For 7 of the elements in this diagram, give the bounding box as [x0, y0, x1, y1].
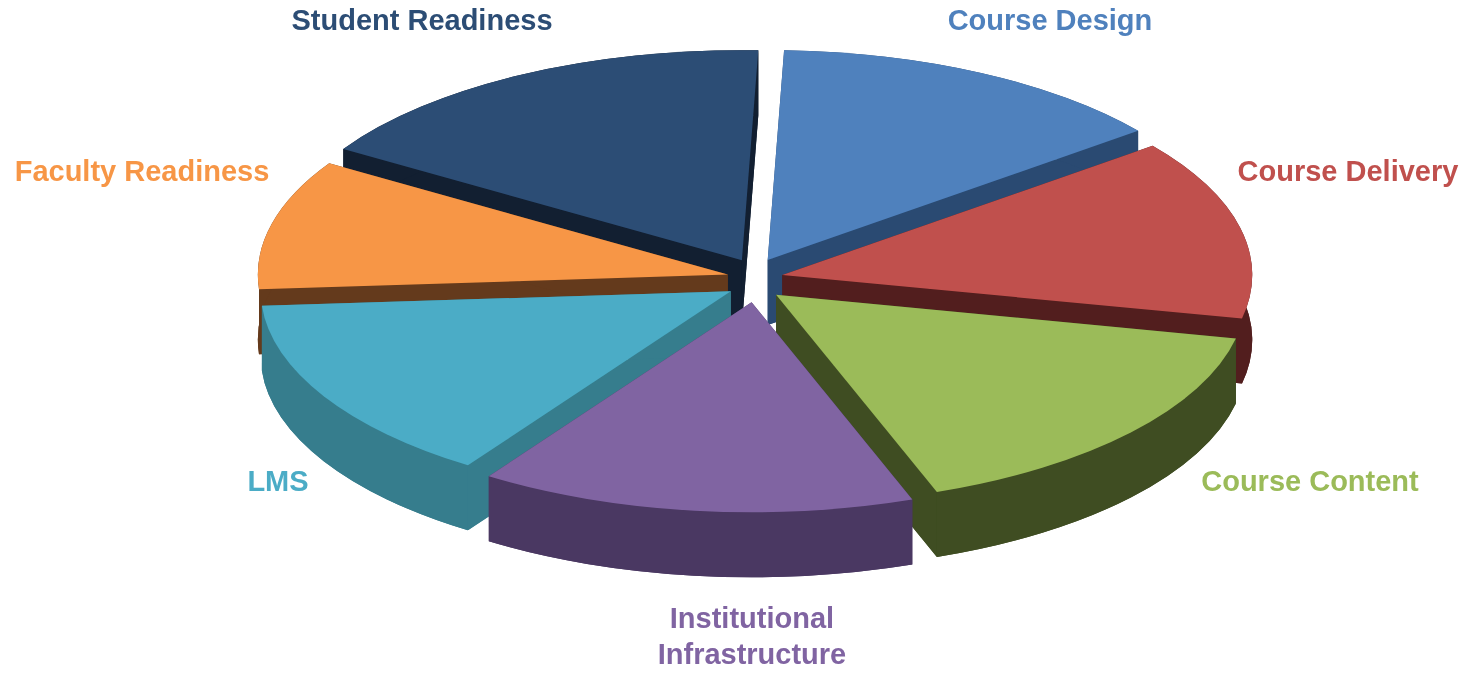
slice-label: Course Design: [946, 3, 1154, 38]
slice-label: Faculty Readiness: [13, 154, 271, 189]
slice-label: Institutional Infrastructure: [656, 601, 848, 672]
slice-label: Course Content: [1200, 464, 1420, 499]
slice-label: Student Readiness: [290, 3, 554, 38]
slice-label: Course Delivery: [1236, 154, 1460, 189]
slice-label: LMS: [246, 464, 310, 499]
